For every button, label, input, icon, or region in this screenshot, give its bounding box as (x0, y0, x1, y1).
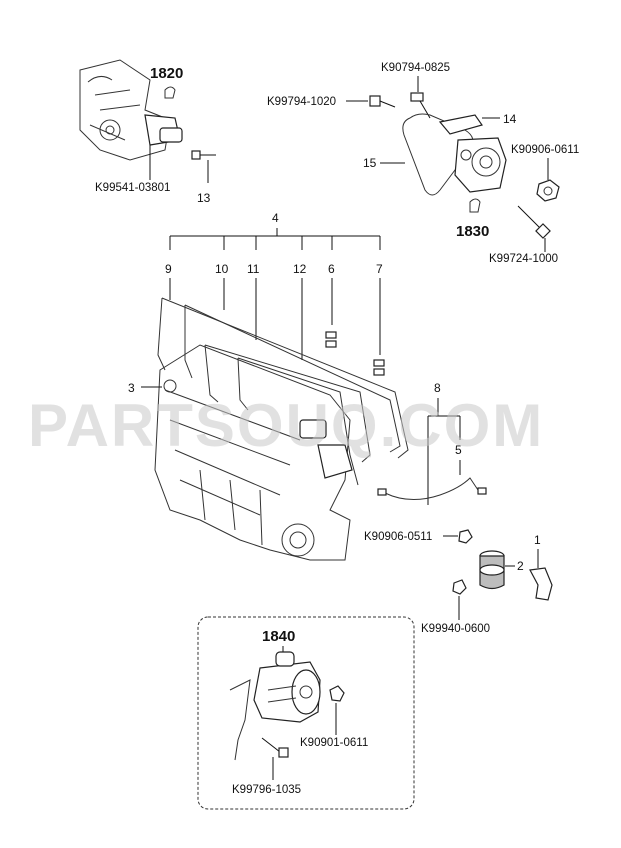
inset-box-1840 (197, 616, 415, 810)
leaders-4-wires (169, 278, 381, 360)
part-number-k90906-0511[interactable]: K90906-0511 (364, 531, 432, 543)
clip-1830 (469, 198, 481, 213)
assembly-1820-sketch (79, 59, 183, 161)
bolt-13 (191, 150, 216, 160)
callout-6[interactable]: 6 (328, 262, 335, 276)
bolt-k99794 (369, 95, 396, 108)
watermark: PARTSOUQ.COM (28, 392, 544, 459)
bracket-4 (169, 228, 381, 250)
bolt-k99796 (261, 737, 289, 758)
ignition-wires (157, 297, 409, 486)
nut-k90906-0611 (536, 179, 560, 202)
bracket-1 (529, 567, 553, 601)
sensor-lead-8 (384, 477, 479, 500)
callout-12[interactable]: 12 (293, 262, 307, 276)
part-number-k99796-1035[interactable]: K99796-1035 (232, 784, 301, 796)
nut-k90906-0511 (458, 529, 473, 544)
bracket-14 (438, 114, 483, 135)
callout-9[interactable]: 9 (165, 262, 172, 276)
bolt-k90794 (410, 92, 431, 119)
part-number-k99794-1020[interactable]: K99794-1020 (267, 96, 336, 108)
part-number-k90906-0611[interactable]: K90906-0611 (511, 144, 579, 156)
callout-8[interactable]: 8 (434, 381, 441, 395)
callout-5[interactable]: 5 (455, 443, 462, 457)
part-number-k90901-0611[interactable]: K90901-0611 (300, 737, 368, 749)
group-label-1820[interactable]: 1820 (150, 65, 183, 82)
clip-7 (373, 359, 385, 376)
part-number-k99541-03801[interactable]: K99541-03801 (95, 182, 170, 194)
clip-5 (477, 487, 487, 495)
engine-block-sketch (154, 344, 353, 561)
nut-k90901 (329, 685, 345, 702)
bolt-k99724 (517, 205, 551, 239)
callout-14[interactable]: 14 (503, 112, 517, 126)
callout-10[interactable]: 10 (215, 262, 229, 276)
washer-k99940 (452, 579, 467, 595)
starter-motor-1840 (229, 651, 321, 761)
group-label-1840[interactable]: 1840 (262, 628, 295, 645)
callout-15[interactable]: 15 (363, 156, 377, 170)
callout-11[interactable]: 11 (247, 262, 260, 276)
part-number-k90794-0825[interactable]: K90794-0825 (381, 62, 450, 74)
callout-1[interactable]: 1 (534, 533, 541, 547)
group-label-1830[interactable]: 1830 (456, 223, 489, 240)
callout-13[interactable]: 13 (197, 191, 211, 205)
callout-7[interactable]: 7 (376, 262, 383, 276)
sensor-2 (479, 550, 505, 590)
callout-2[interactable]: 2 (517, 559, 524, 573)
callout-4[interactable]: 4 (272, 211, 279, 225)
connector-8 (377, 488, 387, 496)
clip-6 (325, 331, 337, 348)
part-number-k99940-0600[interactable]: K99940-0600 (421, 623, 490, 635)
callout-3[interactable]: 3 (128, 381, 135, 395)
part-number-k99724-1000[interactable]: K99724-1000 (489, 253, 558, 265)
bracket-8 (427, 398, 461, 505)
pump-1830 (454, 137, 507, 193)
